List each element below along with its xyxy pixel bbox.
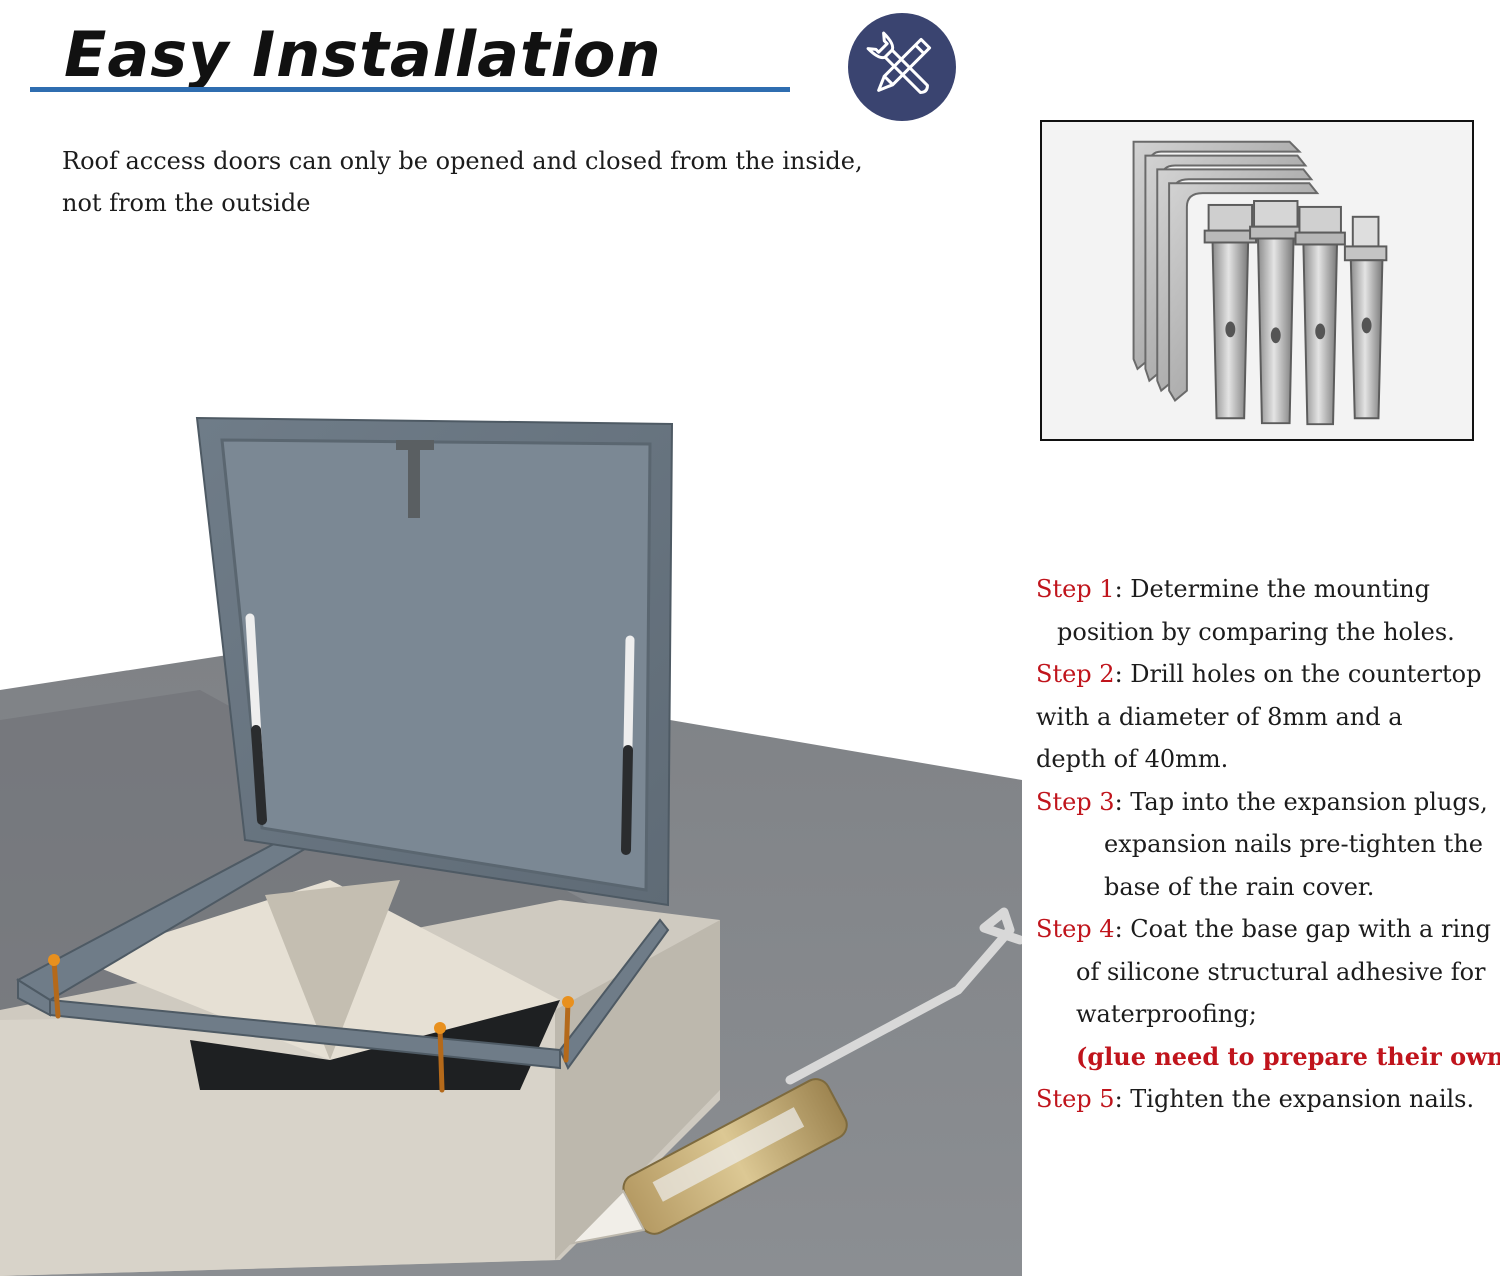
step-text: expansion nails pre-tighten the	[1104, 830, 1483, 858]
step-text: waterproofing;	[1076, 1000, 1257, 1028]
page-title: Easy Installation	[64, 18, 662, 91]
step-label: Step 2	[1036, 660, 1115, 688]
step-label: Step 1	[1036, 575, 1115, 603]
step-text: of silicone structural adhesive for	[1076, 957, 1486, 986]
step-label: Step 3	[1036, 787, 1115, 816]
glue-note: (glue need to prepare their own)	[1076, 1041, 1500, 1071]
step-5-line: Step 5: Tighten the expansion nails.	[1036, 1085, 1475, 1113]
step-3-line: Step 3: Tap into the expansion plugs,	[1036, 787, 1488, 816]
intro-line: Roof access doors can only be opened and…	[62, 147, 863, 175]
wrench-pencil-icon	[848, 13, 956, 121]
installation-steps: Step 1: Determine the mounting position …	[1036, 568, 1500, 1121]
step-text: depth of 40mm.	[1036, 745, 1229, 773]
step-text: Coat the base gap with a ring	[1130, 915, 1491, 943]
step-text: position by comparing the holes.	[1057, 617, 1455, 646]
roof-hatch-illustration	[0, 416, 1022, 1276]
step-1-line: Step 1: Determine the mounting	[1036, 575, 1430, 603]
step-text: Tap into the expansion plugs,	[1130, 787, 1488, 816]
step-text: base of the rain cover.	[1104, 872, 1375, 901]
step-text: Determine the mounting	[1130, 575, 1430, 603]
title-underline	[30, 87, 790, 92]
anchor-bolts-photo	[1040, 120, 1474, 441]
step-text: with a diameter of 8mm and a	[1036, 702, 1403, 731]
step-text: Tighten the expansion nails.	[1130, 1085, 1475, 1113]
step-label: Step 5	[1036, 1085, 1115, 1113]
intro-line: not from the outside	[62, 189, 311, 217]
step-label: Step 4	[1036, 915, 1115, 943]
step-2-line: Step 2: Drill holes on the countertop	[1036, 660, 1482, 688]
intro-text: Roof access doors can only be opened and…	[62, 140, 942, 224]
step-text: Drill holes on the countertop	[1130, 660, 1482, 688]
step-4-line: Step 4: Coat the base gap with a ring	[1036, 915, 1491, 943]
